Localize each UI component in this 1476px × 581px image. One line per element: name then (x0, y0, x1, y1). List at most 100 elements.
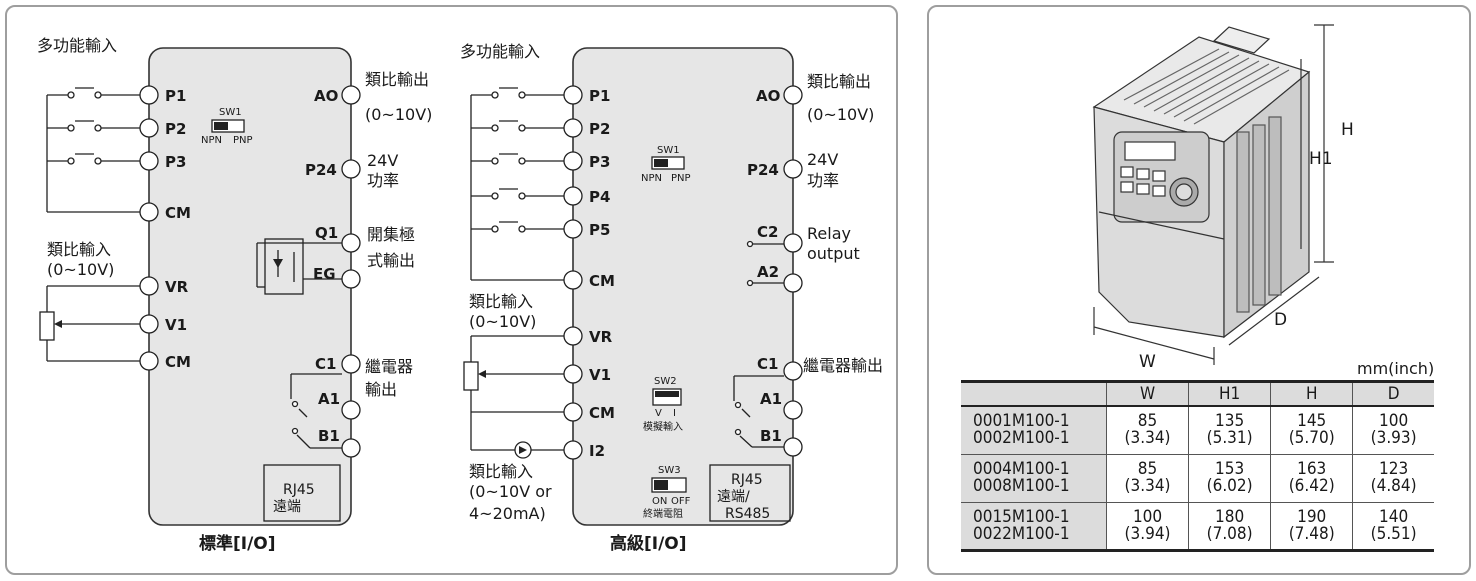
adv-terminal-p1: P1 (589, 87, 610, 105)
dimension-table: W H1 H D 0001M100-1 0002M100-1 85(3.34) … (961, 380, 1434, 552)
adv-terminal-b1: B1 (760, 427, 782, 445)
model-cell: 0001M100-1 0002M100-1 (961, 406, 1107, 454)
w-cell: 100(3.94) (1105, 502, 1189, 550)
dim-w (1093, 307, 1215, 365)
dim-label-h1: H1 (1309, 149, 1333, 169)
std-oc-label-2: 式輸出 (367, 251, 415, 270)
std-ao-range: (0~10V) (365, 105, 432, 124)
adv-terminal-p24: P24 (747, 161, 779, 179)
h-cell: 163(6.42) (1270, 454, 1353, 502)
std-terminal-q1: Q1 (315, 224, 338, 242)
dimension-panel: H H1 W D mm(inch) W H1 H D 0001M100-1 00… (927, 5, 1471, 575)
std-terminal-b1: B1 (318, 427, 340, 445)
adv-terminal-v1: V1 (589, 366, 611, 384)
adv-relay2-label-2: output (807, 244, 860, 263)
std-rj45-line2: 遠端 (273, 499, 301, 515)
advanced-io-diagram: 多功能輸入 P1 P2 P3 P4 P5 CM (460, 42, 883, 554)
adv-sw1-name: SW1 (657, 145, 680, 156)
h1-cell: 135(5.31) (1188, 406, 1271, 454)
adv-sw2-v: V (655, 408, 662, 419)
keypad-buttons (1120, 166, 1166, 197)
adv-terminal-c2: C2 (757, 223, 778, 241)
dim-h (1314, 24, 1334, 263)
header-model (961, 381, 1107, 406)
adv-sw2-switch: SW2 V I 模擬輸入 (643, 376, 683, 433)
dim-label-h: H (1341, 120, 1354, 140)
std-terminal-v1: V1 (165, 316, 187, 334)
adv-p24-label-1: 24V (807, 150, 838, 169)
std-sw1-pnp: PNP (233, 135, 253, 146)
adv-input-terminals: P1 P2 P3 P4 P5 CM (470, 85, 615, 290)
w-cell: 85(3.34) (1105, 454, 1189, 502)
adv-terminal-cm2: CM (589, 404, 615, 422)
model-cell: 0004M100-1 0008M100-1 (961, 454, 1107, 502)
h1-cell: 153(6.02) (1188, 454, 1271, 502)
adv-terminal-c1: C1 (757, 355, 778, 373)
d-cell: 140(5.51) (1352, 502, 1434, 550)
std-oc-label-1: 開集極 (367, 225, 415, 244)
adv-analog2-label-1: 類比輸入 (469, 462, 533, 481)
model-cell: 0015M100-1 0022M100-1 (961, 502, 1107, 550)
header-w: W (1105, 381, 1189, 406)
adv-sw3-on: ON (652, 496, 667, 507)
adv-sw2-caption: 模擬輸入 (643, 420, 683, 433)
adv-sw1-npn: NPN (641, 173, 662, 184)
adv-ao-range: (0~10V) (807, 105, 874, 124)
std-terminal-cm2: CM (165, 353, 191, 371)
adv-terminal-p5: P5 (589, 221, 610, 239)
adv-analog-input-label: 類比輸入 (469, 292, 533, 311)
std-analog-input-range: (0~10V) (47, 260, 114, 279)
dimension-unit: mm(inch) (1357, 359, 1435, 378)
std-rj45-line1: RJ45 (283, 482, 315, 498)
std-terminal-p24: P24 (305, 161, 337, 179)
std-analog-input-label: 類比輸入 (47, 240, 111, 259)
dim-d (1228, 276, 1320, 346)
h-cell: 190(7.48) (1270, 502, 1353, 550)
header-h1: H1 (1188, 381, 1271, 406)
std-ao-label: 類比輸出 (365, 70, 429, 89)
adv-terminal-vr: VR (589, 328, 613, 346)
std-sw1-name: SW1 (219, 107, 242, 118)
adv-terminal-a1: A1 (760, 390, 782, 408)
dim-label-d: D (1274, 310, 1287, 330)
table-row: 0001M100-1 0002M100-1 85(3.34) 135(5.31)… (961, 406, 1434, 454)
std-p24-label-2: 功率 (367, 171, 399, 190)
adv-rj45-line2: 遠端/ (717, 489, 750, 505)
std-terminal-ao: AO (314, 87, 338, 105)
std-right-terminals: AO 類比輸出 (0~10V) P24 24V 功率 Q1 EG 開集極 式輸出… (256, 70, 432, 522)
std-input-terminals: P1 P2 P3 CM (139, 85, 191, 222)
d-cell: 100(3.93) (1352, 406, 1434, 454)
std-relay-label-2: 輸出 (365, 380, 397, 399)
adv-multi-input-label: 多功能輸入 (460, 42, 540, 61)
std-terminal-eg: EG (313, 265, 336, 283)
adv-terminal-p4: P4 (589, 188, 610, 206)
h1-cell: 180(7.08) (1188, 502, 1271, 550)
adv-ao-label: 類比輸出 (807, 72, 871, 91)
adv-sw2-name: SW2 (654, 376, 677, 387)
adv-sw3-name: SW3 (658, 465, 681, 476)
side-vents (1236, 116, 1282, 313)
std-input-switches (46, 87, 140, 213)
adv-terminal-a2: A2 (757, 263, 779, 281)
std-terminal-cm: CM (165, 204, 191, 222)
std-terminal-c1: C1 (315, 355, 336, 373)
dim-label-w: W (1139, 352, 1156, 367)
std-relay-label-1: 繼電器 (365, 357, 413, 376)
adv-analog-input-range: (0~10V) (469, 312, 536, 331)
adv-sw1-switch: SW1 NPN PNP (641, 145, 691, 184)
adv-terminal-i2: I2 (589, 442, 605, 460)
d-cell: 123(4.84) (1352, 454, 1434, 502)
table-row: 0015M100-1 0022M100-1 100(3.94) 180(7.08… (961, 502, 1434, 550)
std-terminal-p2: P2 (165, 120, 186, 138)
adv-right-terminals: AO 類比輸出 (0~10V) P24 24V 功率 C2 A2 Relay o… (709, 72, 883, 522)
adv-rj45-line1: RJ45 (731, 472, 763, 488)
std-terminal-a1: A1 (318, 390, 340, 408)
std-sw1-npn: NPN (201, 135, 222, 146)
std-caption: 標準[I/O] (199, 533, 276, 554)
wiring-diagram-svg: 多功能輸入 P1 P2 P3 CM (37, 36, 883, 554)
adv-sw2-i: I (673, 408, 676, 419)
std-multi-input-label: 多功能輸入 (37, 36, 117, 55)
adv-terminal-cm: CM (589, 272, 615, 290)
adv-analog2-label-3: 4~20mA) (469, 504, 546, 523)
adv-sw3-switch: SW3 ON OFF 終端電阻 (643, 465, 691, 520)
